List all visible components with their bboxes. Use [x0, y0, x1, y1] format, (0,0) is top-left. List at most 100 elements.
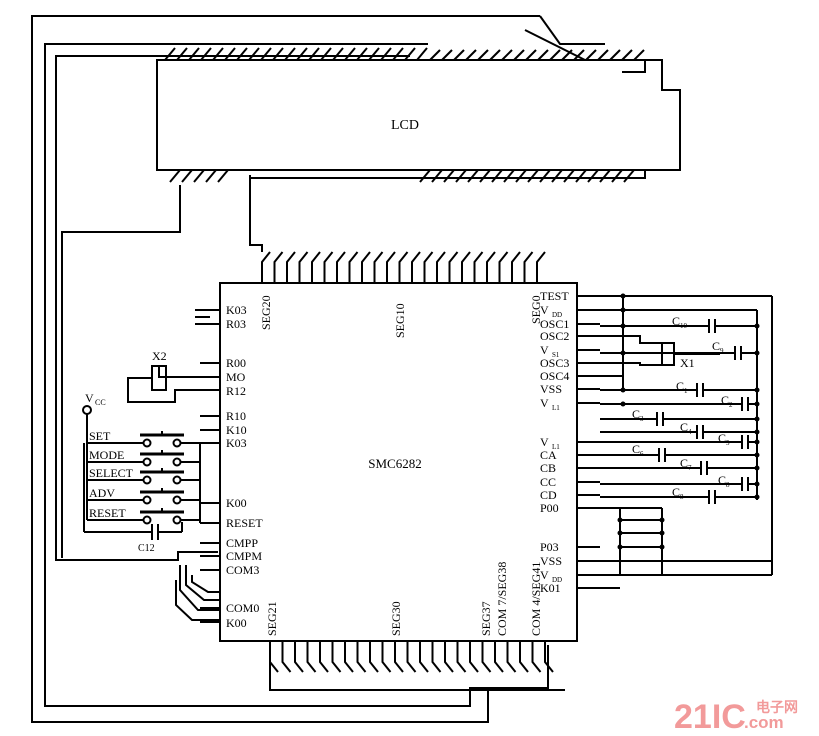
lcd-panel [156, 59, 681, 171]
bus-lcd-right [250, 170, 646, 179]
chip-top-pin [436, 251, 446, 283]
lcd-top-pin [332, 47, 344, 61]
chip-top-pin [411, 251, 421, 283]
lcd-top-pin [320, 47, 332, 61]
lcd-top-pin [549, 49, 561, 61]
chip-bottom-pin [394, 641, 404, 673]
lcd-top-pin [236, 47, 248, 61]
chip-top-pin [511, 251, 521, 283]
lcd-bottom-pin [467, 169, 479, 183]
lcd-bottom-pin [551, 169, 563, 183]
lcd-bottom-pin [181, 169, 193, 183]
chip-bottom-pin [269, 641, 279, 673]
pin-label-right: V [540, 396, 549, 410]
watermark-cn: 电子网 [756, 699, 798, 715]
lcd-top-pin [272, 47, 284, 61]
bus-inner-left [61, 185, 181, 558]
chip-top-pin [423, 251, 434, 283]
chip-top-label-seg10: SEG10 [393, 303, 407, 338]
cap-label-4: C [632, 407, 640, 421]
chip-top-pin [311, 251, 321, 283]
switch-label-0: SET [89, 429, 111, 443]
chip-top-pin [261, 251, 271, 283]
lcd-bottom-pin [443, 169, 455, 183]
lcd-top-pin [597, 49, 609, 61]
pin-label-right: V [540, 303, 549, 317]
chip-top-pin [373, 251, 384, 283]
cap-label-sub-10: 8 [680, 493, 684, 501]
vdd-node [620, 387, 626, 393]
lcd-top-pin [356, 47, 368, 61]
chip-bottom-pin [381, 641, 392, 673]
lcd-bottom-pin [539, 169, 551, 183]
cap-label-2: C [676, 379, 684, 393]
lcd-top-pin [573, 49, 585, 61]
osc1-wire [600, 335, 662, 344]
chip-bottom-pin [281, 641, 292, 673]
switch-contact [172, 495, 182, 505]
vdd-node [620, 401, 626, 407]
cap-c8-node [754, 481, 760, 487]
lcd-top-pin [176, 47, 188, 61]
cap-label-0: C [672, 314, 680, 328]
cap-label-7: C [632, 442, 640, 456]
cap-label-sub-7: 6 [640, 450, 644, 458]
osc2-wire [600, 362, 662, 366]
pin-label-reset: RESET [226, 516, 263, 530]
pin-label-right: P03 [540, 540, 559, 554]
lcd-top-pin [308, 47, 320, 61]
pin-label-r12: R12 [226, 384, 246, 398]
cap-c6-node [754, 452, 760, 458]
chip-bottom-label-seg37: SEG37 [479, 601, 493, 636]
lcd-bottom-pin [205, 169, 217, 183]
switch-contact [142, 475, 152, 485]
chip-bottom-pin [531, 641, 542, 673]
x2-wire-top [158, 366, 220, 378]
c12-label: C12 [138, 543, 155, 554]
chip-name: SMC6282 [368, 456, 421, 471]
chip-top-pin [273, 251, 284, 283]
cap-label-sub-2: 1 [684, 387, 688, 395]
lcd-top-pin [248, 47, 260, 61]
lcd-bottom-pin [587, 169, 599, 183]
x1-crystal [661, 342, 675, 366]
lcd-top-pin [380, 47, 392, 61]
chip-bottom-pin [356, 641, 367, 673]
right-network [600, 293, 773, 589]
vdd-node [620, 350, 626, 356]
lcd-top-pin [200, 47, 212, 61]
bus-bottom-pins [269, 648, 488, 691]
switch-contact [142, 495, 152, 505]
lcd-top-pin [416, 47, 428, 61]
chip-top-pin [336, 251, 346, 283]
pin-label-cmpm: CMPM [226, 549, 262, 563]
chip-top-pin [298, 251, 309, 283]
pin-label-right: CA [540, 448, 557, 462]
chip-bottom-pin [481, 641, 492, 673]
chip-top-pin [498, 251, 509, 283]
pin-label-right: OSC2 [540, 329, 569, 343]
bus-outer [31, 15, 565, 723]
switch-contact [142, 457, 152, 467]
p-node [659, 517, 665, 523]
chip-bottom-pin [294, 641, 304, 673]
lcd-bottom-pin [217, 169, 229, 183]
lcd-bottom-pin [611, 169, 623, 183]
chip-top-pin [523, 251, 534, 283]
cap-c9-node [754, 350, 760, 356]
lcd-top-pin [284, 47, 296, 61]
pin-label-right: V [540, 568, 549, 582]
pin-label-k00-a: K00 [226, 496, 247, 510]
pin-label-right: P00 [540, 501, 559, 515]
lcd-bottom-pin [455, 169, 467, 183]
lcd-top-pin [537, 49, 549, 61]
cap-label-sub-0: 10 [680, 322, 688, 330]
cap-c1-node [754, 387, 760, 393]
lcd-top-pin [633, 49, 645, 61]
chip-top-pin [361, 251, 371, 283]
chip-bottom-pin [306, 641, 317, 673]
lcd-top-pin [525, 49, 537, 61]
p-node [617, 517, 623, 523]
